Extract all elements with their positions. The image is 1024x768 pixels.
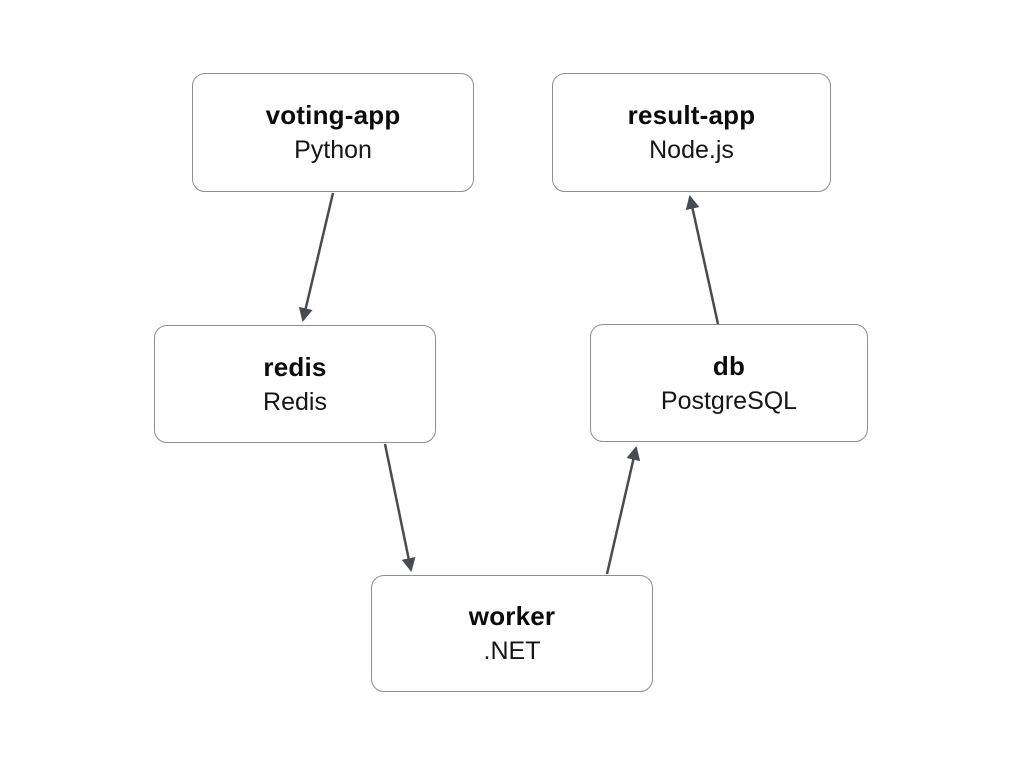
node-subtitle: PostgreSQL [660, 386, 798, 415]
node-subtitle: Redis [263, 387, 327, 416]
edge-worker-to-db [605, 445, 641, 575]
node-title: redis [263, 351, 327, 382]
edge-voting-app-to-redis [298, 192, 335, 323]
node-subtitle: Node.js [649, 136, 734, 164]
node-db: db PostgreSQL [590, 324, 868, 442]
node-result-app: result-app Node.js [552, 73, 831, 192]
node-redis: redis Redis [154, 325, 436, 443]
node-title: db [712, 350, 746, 381]
node-title: worker [468, 601, 556, 631]
node-title: result-app [627, 100, 756, 130]
node-worker: worker .NET [371, 575, 653, 692]
edge-db-to-result-app [685, 194, 720, 325]
node-subtitle: .NET [483, 637, 541, 665]
node-voting-app: voting-app Python [192, 73, 474, 192]
node-subtitle: Python [294, 136, 372, 164]
node-title: voting-app [265, 100, 401, 130]
edge-redis-to-worker [383, 443, 416, 573]
